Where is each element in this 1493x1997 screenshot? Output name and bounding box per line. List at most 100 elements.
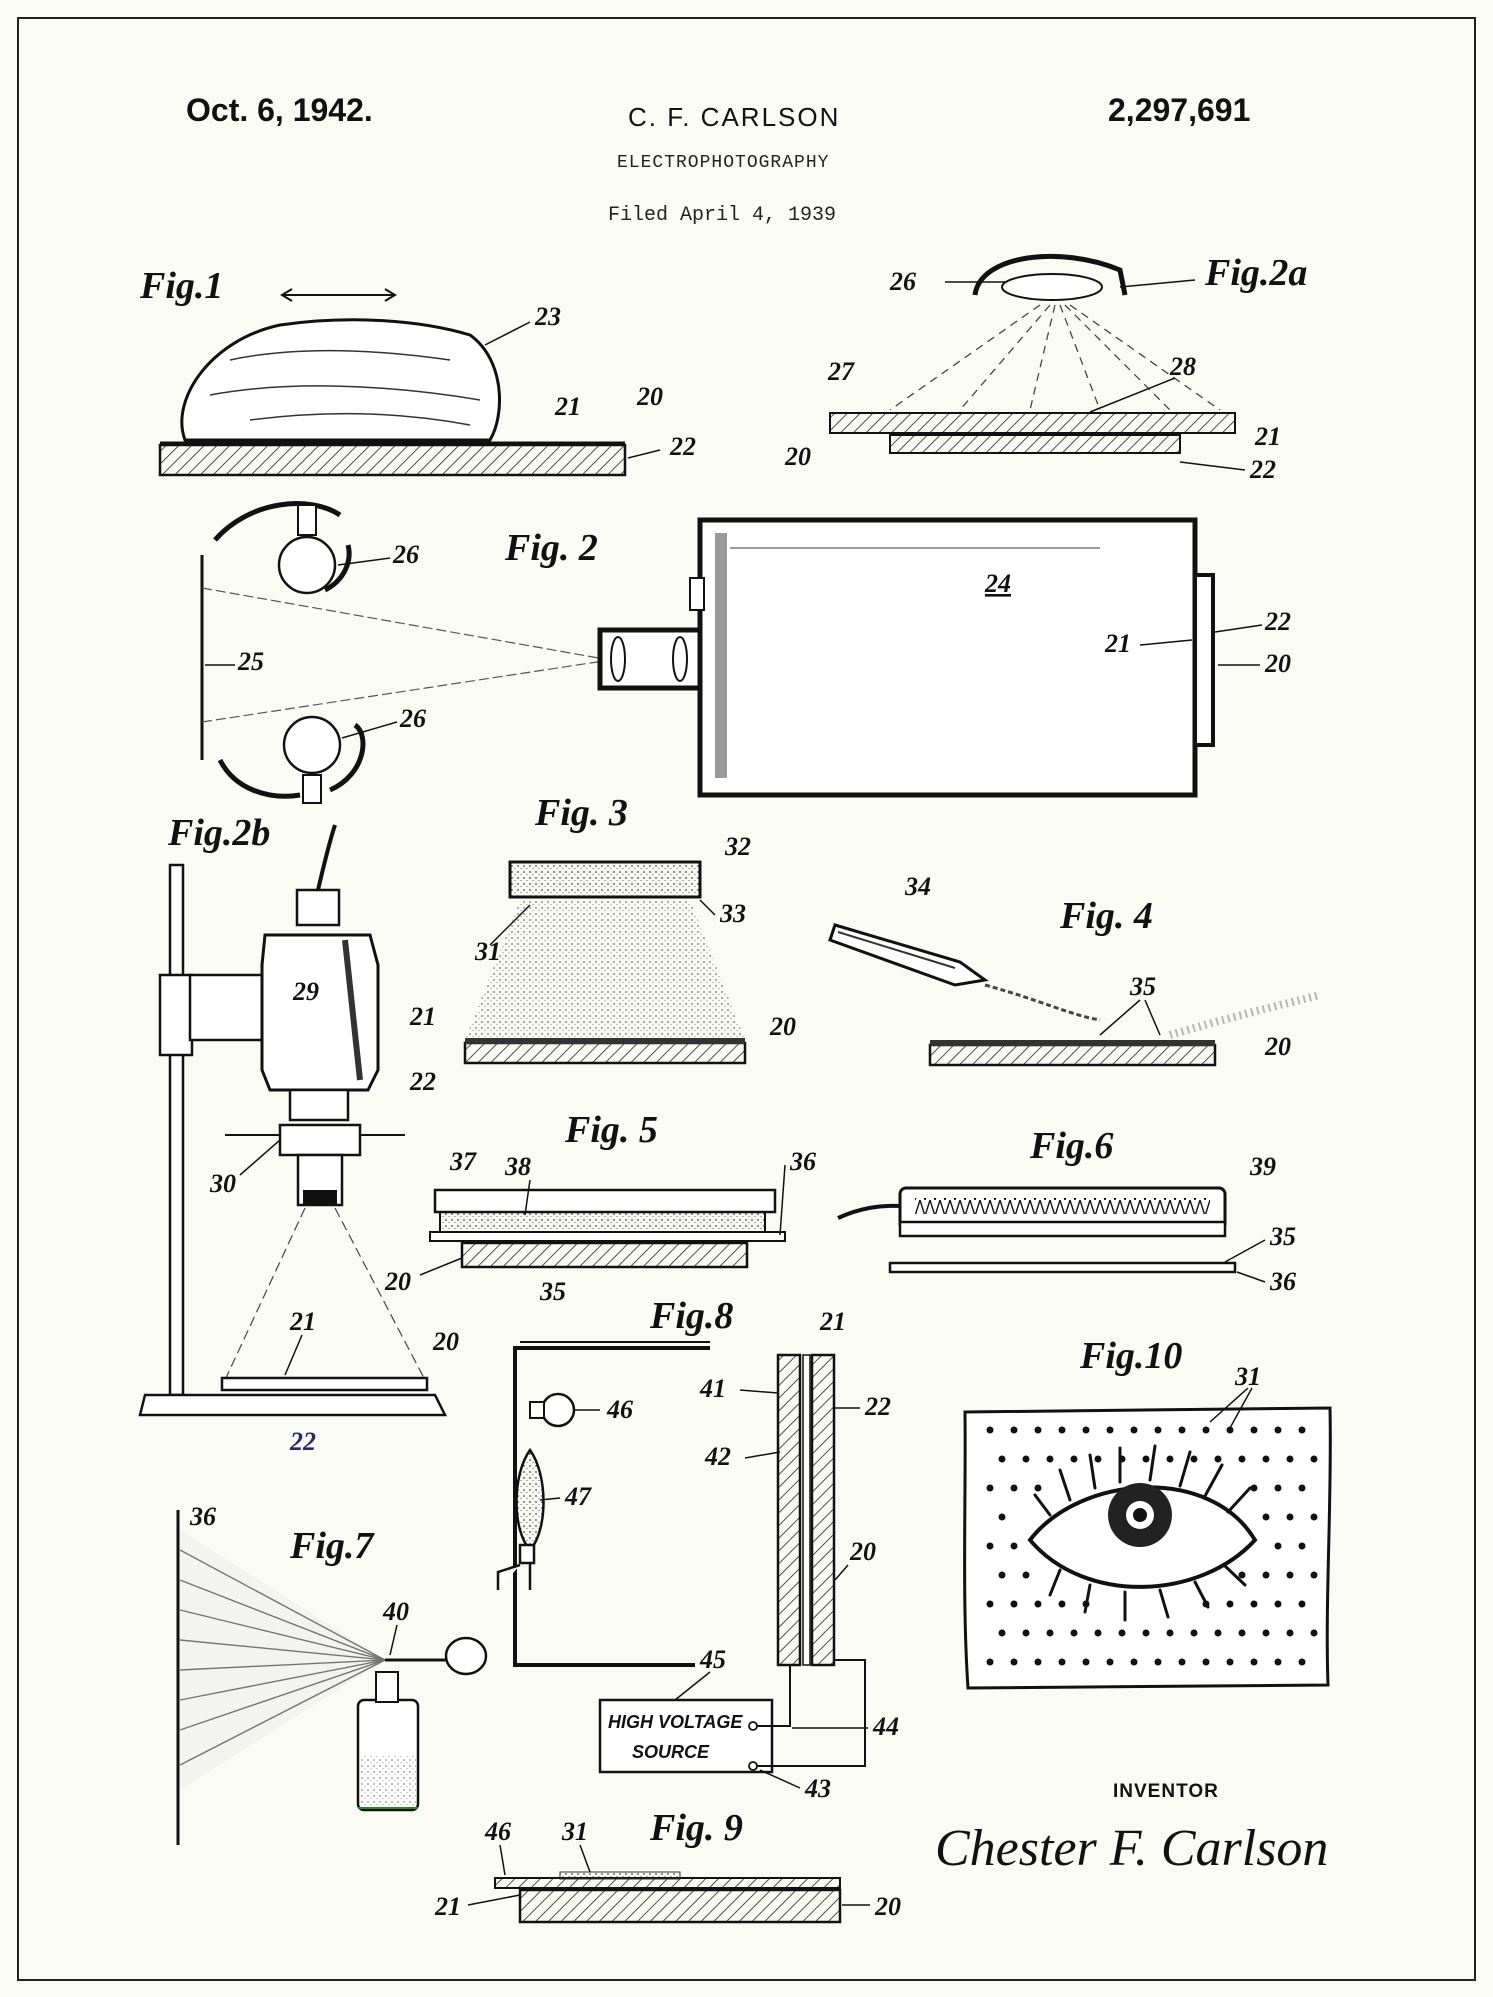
fig2b-title: Fig.2b — [167, 812, 270, 854]
fig1-title: Fig.1 — [139, 265, 223, 307]
plate-22-2a — [889, 434, 1181, 454]
wire-44 — [757, 1665, 791, 1727]
plate-20-2b — [220, 1376, 429, 1392]
plate-20-f5 — [460, 1241, 749, 1269]
eyelashes — [1033, 1444, 1252, 1622]
label-22: 22 — [669, 432, 696, 461]
fig3-title: Fig. 3 — [534, 792, 628, 834]
toner-dot — [1274, 1426, 1282, 1434]
toner-dot — [1226, 1426, 1234, 1434]
toner-dot — [1130, 1426, 1138, 1434]
toner-dot — [1250, 1484, 1258, 1492]
fig2a-title: Fig.2a — [1204, 252, 1307, 294]
toner-dot — [1298, 1658, 1306, 1666]
label-45: 45 — [699, 1645, 726, 1674]
toner-dot — [1310, 1455, 1318, 1463]
toner-dot — [1298, 1600, 1306, 1608]
label-22-f3: 22 — [409, 1067, 436, 1096]
toner-dot — [1310, 1571, 1318, 1579]
label-26-bottom: 26 — [399, 704, 426, 733]
toner-dot — [1250, 1426, 1258, 1434]
lamp-26-top — [213, 501, 352, 595]
toner-dot — [1058, 1426, 1066, 1434]
label-46-f8: 46 — [606, 1395, 633, 1424]
toner-dot — [1070, 1629, 1078, 1637]
toner-dot — [986, 1484, 994, 1492]
sheet-36 — [429, 1231, 786, 1242]
label-35-f6: 35 — [1269, 1222, 1296, 1251]
label-21-f8: 21 — [819, 1307, 846, 1336]
label-36-f7: 36 — [189, 1502, 216, 1531]
label-20-f8: 20 — [849, 1537, 876, 1566]
toner-dot — [1142, 1629, 1150, 1637]
toner-dot — [1274, 1600, 1282, 1608]
patent-number: 2,297,691 — [1108, 92, 1251, 128]
plate-3 — [463, 1041, 747, 1065]
toner-dot — [1058, 1658, 1066, 1666]
paper-38 — [439, 1211, 766, 1233]
toner-dot — [1166, 1455, 1174, 1463]
patent-date: Oct. 6, 1942. — [186, 92, 373, 128]
movement-arrow — [280, 288, 397, 302]
toner-dots-31 — [986, 1426, 1318, 1666]
toner-dot — [986, 1658, 994, 1666]
label-39: 39 — [1249, 1152, 1276, 1181]
label-22-2b: 22 — [289, 1427, 316, 1456]
label-21-f2: 21 — [1104, 629, 1131, 658]
plate-41 — [776, 1353, 802, 1667]
toner-dot — [1262, 1629, 1270, 1637]
toner-dot — [1010, 1542, 1018, 1550]
fig9-title: Fig. 9 — [649, 1807, 743, 1849]
plate-4 — [928, 1043, 1217, 1067]
fig7-title: Fig.7 — [289, 1525, 375, 1567]
toner-dot — [1142, 1455, 1150, 1463]
label-32: 32 — [724, 832, 751, 861]
toner-dot — [1118, 1629, 1126, 1637]
toner-dot — [1310, 1513, 1318, 1521]
toner-dot — [1010, 1426, 1018, 1434]
label-26: 26 — [889, 267, 916, 296]
toner-dot — [1262, 1571, 1270, 1579]
figure-1: Fig.1 23 21 20 22 — [139, 265, 696, 477]
inventor-name: C. F. CARLSON — [628, 102, 841, 132]
figure-3: Fig. 3 32 33 31 21 20 22 — [409, 792, 796, 1096]
spray-fan — [179, 1549, 386, 1766]
toner-dot — [1178, 1658, 1186, 1666]
label-31: 31 — [474, 937, 501, 966]
toner-dot — [1274, 1658, 1282, 1666]
lens-47 — [515, 1447, 545, 1552]
toner-dot — [1010, 1658, 1018, 1666]
label-46-f9: 46 — [484, 1817, 511, 1846]
wire-43 — [757, 1659, 866, 1767]
toner-dot — [1286, 1455, 1294, 1463]
toner-dot — [1286, 1629, 1294, 1637]
label-20-f4: 20 — [1264, 1032, 1291, 1061]
label-44: 44 — [872, 1712, 899, 1741]
toner-dot — [998, 1571, 1006, 1579]
hv-line2: SOURCE — [632, 1742, 710, 1762]
figure-6: Fig.6 39 35 36 — [837, 1125, 1296, 1296]
toner-dot — [1190, 1455, 1198, 1463]
label-28: 28 — [1169, 352, 1196, 381]
label-22-f8: 22 — [864, 1392, 891, 1421]
plate-27 — [829, 412, 1236, 434]
plate-holder-20 — [1193, 573, 1215, 747]
fig8-title: Fig.8 — [649, 1295, 733, 1337]
toner-dot — [1010, 1484, 1018, 1492]
toner-dot — [998, 1629, 1006, 1637]
sheet-36-f6 — [888, 1261, 1237, 1274]
label-35-f4: 35 — [1129, 972, 1156, 1001]
toner-dot — [1070, 1455, 1078, 1463]
label-30: 30 — [209, 1169, 236, 1198]
powder-cloud-31 — [465, 900, 745, 1040]
toner-dot — [1046, 1455, 1054, 1463]
label-20-f9: 20 — [874, 1892, 901, 1921]
label-36-f5: 36 — [789, 1147, 816, 1176]
object-23 — [180, 318, 501, 442]
powder-tray-32 — [508, 860, 702, 899]
label-41: 41 — [699, 1374, 726, 1403]
inventor-label: INVENTOR — [1113, 1781, 1219, 1802]
label-42: 42 — [704, 1442, 731, 1471]
toner-dot — [1202, 1658, 1210, 1666]
